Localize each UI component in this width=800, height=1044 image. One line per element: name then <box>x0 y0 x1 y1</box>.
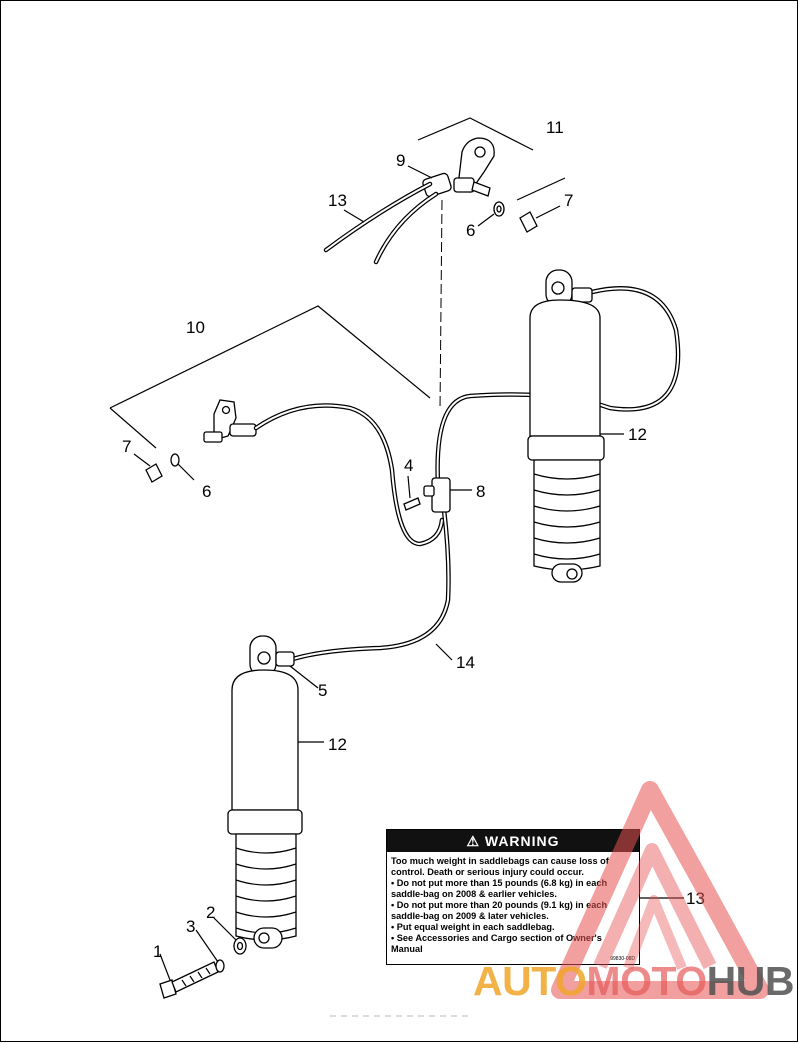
callout-7-top: 7 <box>564 191 573 210</box>
callout-10: 10 <box>186 318 205 337</box>
callout-4: 4 <box>404 456 413 475</box>
callout-2: 2 <box>206 903 215 922</box>
warning-bullet-1: • Do not put more than 15 pounds (6.8 kg… <box>391 878 608 899</box>
hose-14 <box>287 507 451 663</box>
callout-6-left: 6 <box>202 482 211 501</box>
hose-13 <box>323 181 439 265</box>
callout-6-top: 6 <box>466 221 475 240</box>
watermark-text: AUTOMOTOHUB <box>473 958 795 1005</box>
callout-7-left: 7 <box>122 437 131 456</box>
warning-bullet-2: • Do not put more than 20 pounds (9.1 kg… <box>391 900 608 921</box>
callout-9: 9 <box>396 151 405 170</box>
warning-decal: ⚠ WARNING Too much weight in saddlebags … <box>386 829 640 965</box>
shock-absorber-right <box>527 269 605 583</box>
warning-bullet-4: • See Accessories and Cargo section of O… <box>391 933 602 954</box>
callout-11: 11 <box>546 118 564 137</box>
watermark-part-1: AUTO <box>473 958 587 1004</box>
air-line-10 <box>253 403 445 547</box>
callout-labels: 1 2 3 4 5 6 6 7 7 8 9 10 11 12 12 13 13 … <box>122 118 705 961</box>
callout-1: 1 <box>153 942 162 961</box>
warning-line-1: Too much weight in saddlebags can cause … <box>391 856 609 877</box>
bracket-group-10 <box>109 305 431 483</box>
bracket-group-11 <box>417 117 566 233</box>
watermark-part-3: HUB <box>706 958 795 1004</box>
mounting-hardware <box>159 937 247 999</box>
air-line-right-shock <box>435 286 681 487</box>
watermark-part-2: MOTO <box>586 958 707 1004</box>
callout-12-left: 12 <box>328 735 347 754</box>
callout-8: 8 <box>476 482 485 501</box>
tee-fitting-8 <box>403 477 451 513</box>
callout-14: 14 <box>456 653 475 672</box>
warning-body: Too much weight in saddlebags can cause … <box>387 852 639 955</box>
callout-5: 5 <box>318 681 327 700</box>
warning-bullet-3: • Put equal weight in each saddlebag. <box>391 922 555 932</box>
leader-lines <box>133 165 684 981</box>
callout-12-right: 12 <box>628 425 647 444</box>
callout-3: 3 <box>186 917 195 936</box>
callout-13-hose: 13 <box>328 191 347 210</box>
warning-header: ⚠ WARNING <box>387 830 639 852</box>
callout-13-label: 13 <box>686 889 705 908</box>
alignment-line <box>439 199 443 411</box>
shock-absorber-left <box>227 635 303 949</box>
